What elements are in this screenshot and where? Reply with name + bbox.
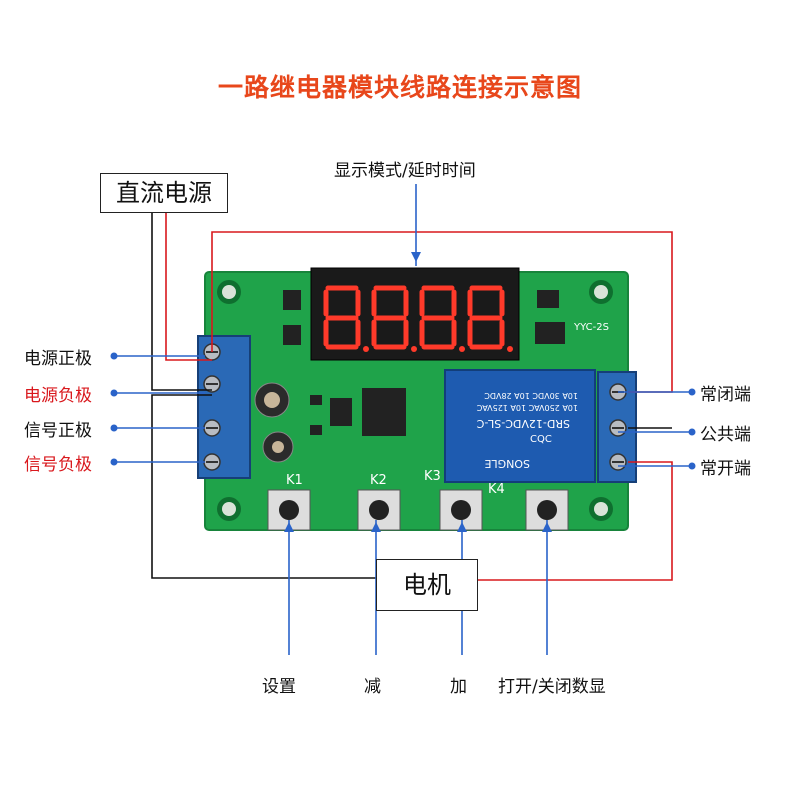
optocoupler <box>330 398 352 426</box>
seven-segment-display <box>310 267 520 361</box>
display-mode-label: 显示模式/延时时间 <box>334 161 476 181</box>
ic-chip <box>362 388 406 436</box>
black-wire-power-neg <box>151 210 212 391</box>
signal-neg-label: 信号负极 <box>24 455 92 475</box>
signal-pos-label: 信号正极 <box>24 421 92 441</box>
red-wire-motor-no <box>477 461 673 581</box>
k3-label: K3 <box>424 469 441 484</box>
capacitor <box>254 382 294 463</box>
terminal-block-right <box>597 371 637 483</box>
k2-label: K2 <box>370 473 387 488</box>
relay-brand: SONGLE <box>484 457 530 470</box>
diagram-title: 一路继电器模块线路连接示意图 <box>217 73 582 102</box>
relay-spec1: 10A 250VAC 10A 125VAC <box>476 403 578 412</box>
relay-model: SRD-12VDC-SL-C <box>476 417 570 430</box>
push-button <box>267 489 569 531</box>
k4-label: K4 <box>488 482 505 497</box>
relay-cqc: CQC <box>530 434 552 445</box>
black-wire-motor <box>151 394 376 579</box>
power-pos-label: 电源正极 <box>24 349 92 369</box>
motor-box: 电机 <box>376 559 478 611</box>
relay <box>444 369 596 483</box>
com-label: 公共端 <box>700 425 751 445</box>
mounting-hole <box>217 280 613 521</box>
red-wire-power-pos <box>165 210 212 361</box>
inc-label: 加 <box>450 677 467 697</box>
relay-spec2: 10A 30VDC 10A 28VDC <box>484 391 578 400</box>
nc-label: 常闭端 <box>700 385 751 405</box>
dc-power-box: 直流电源 <box>100 173 228 213</box>
toggle-display-label: 打开/关闭数显 <box>498 677 606 697</box>
yyc-label: YYC-2S <box>573 322 609 333</box>
no-label: 常开端 <box>700 459 751 479</box>
power-neg-label: 电源负极 <box>24 386 92 406</box>
dec-label: 减 <box>364 677 381 697</box>
set-label: 设置 <box>262 677 296 697</box>
k1-label: K1 <box>286 473 303 488</box>
terminal-block-left <box>197 335 251 479</box>
